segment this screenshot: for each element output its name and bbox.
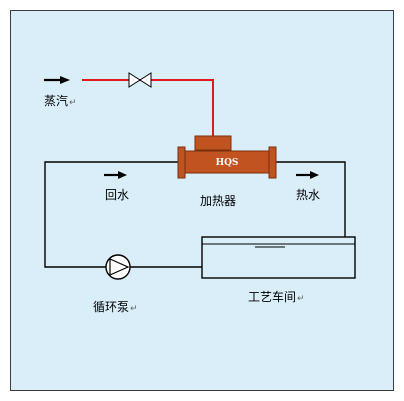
hot-water-label: 热水: [296, 188, 320, 202]
return-water-label: 回水: [105, 188, 129, 202]
gate-valve-icon: [128, 72, 152, 88]
pump-mark-icon: ↵: [130, 304, 138, 314]
hot-flow-arrow-icon: [296, 171, 319, 179]
heater-flange-left: [177, 146, 186, 179]
water-circuit-pipes: [44, 161, 346, 268]
heater-model-label: HQS: [216, 158, 239, 168]
diagram-background: [10, 10, 394, 391]
tank-outline: [201, 236, 356, 279]
steam-mark-icon: ↵: [69, 98, 77, 108]
heater-top-nozzle: [194, 135, 232, 151]
pump-icon: [105, 254, 131, 280]
workshop-tank: [201, 236, 356, 279]
heater: HQS: [177, 135, 277, 179]
return-flow-arrow-icon: [104, 171, 127, 179]
pump-label: 循环泵: [93, 300, 129, 314]
steam-inlet-arrow-icon: [44, 76, 70, 84]
workshop-label: 工艺车间: [248, 289, 296, 304]
workshop-mark-icon: ↵: [297, 294, 305, 304]
steam-label: 蒸汽: [44, 93, 68, 108]
steam-pipe: [82, 79, 214, 136]
heater-flange-right: [268, 146, 277, 179]
heater-label: 加热器: [200, 194, 236, 208]
